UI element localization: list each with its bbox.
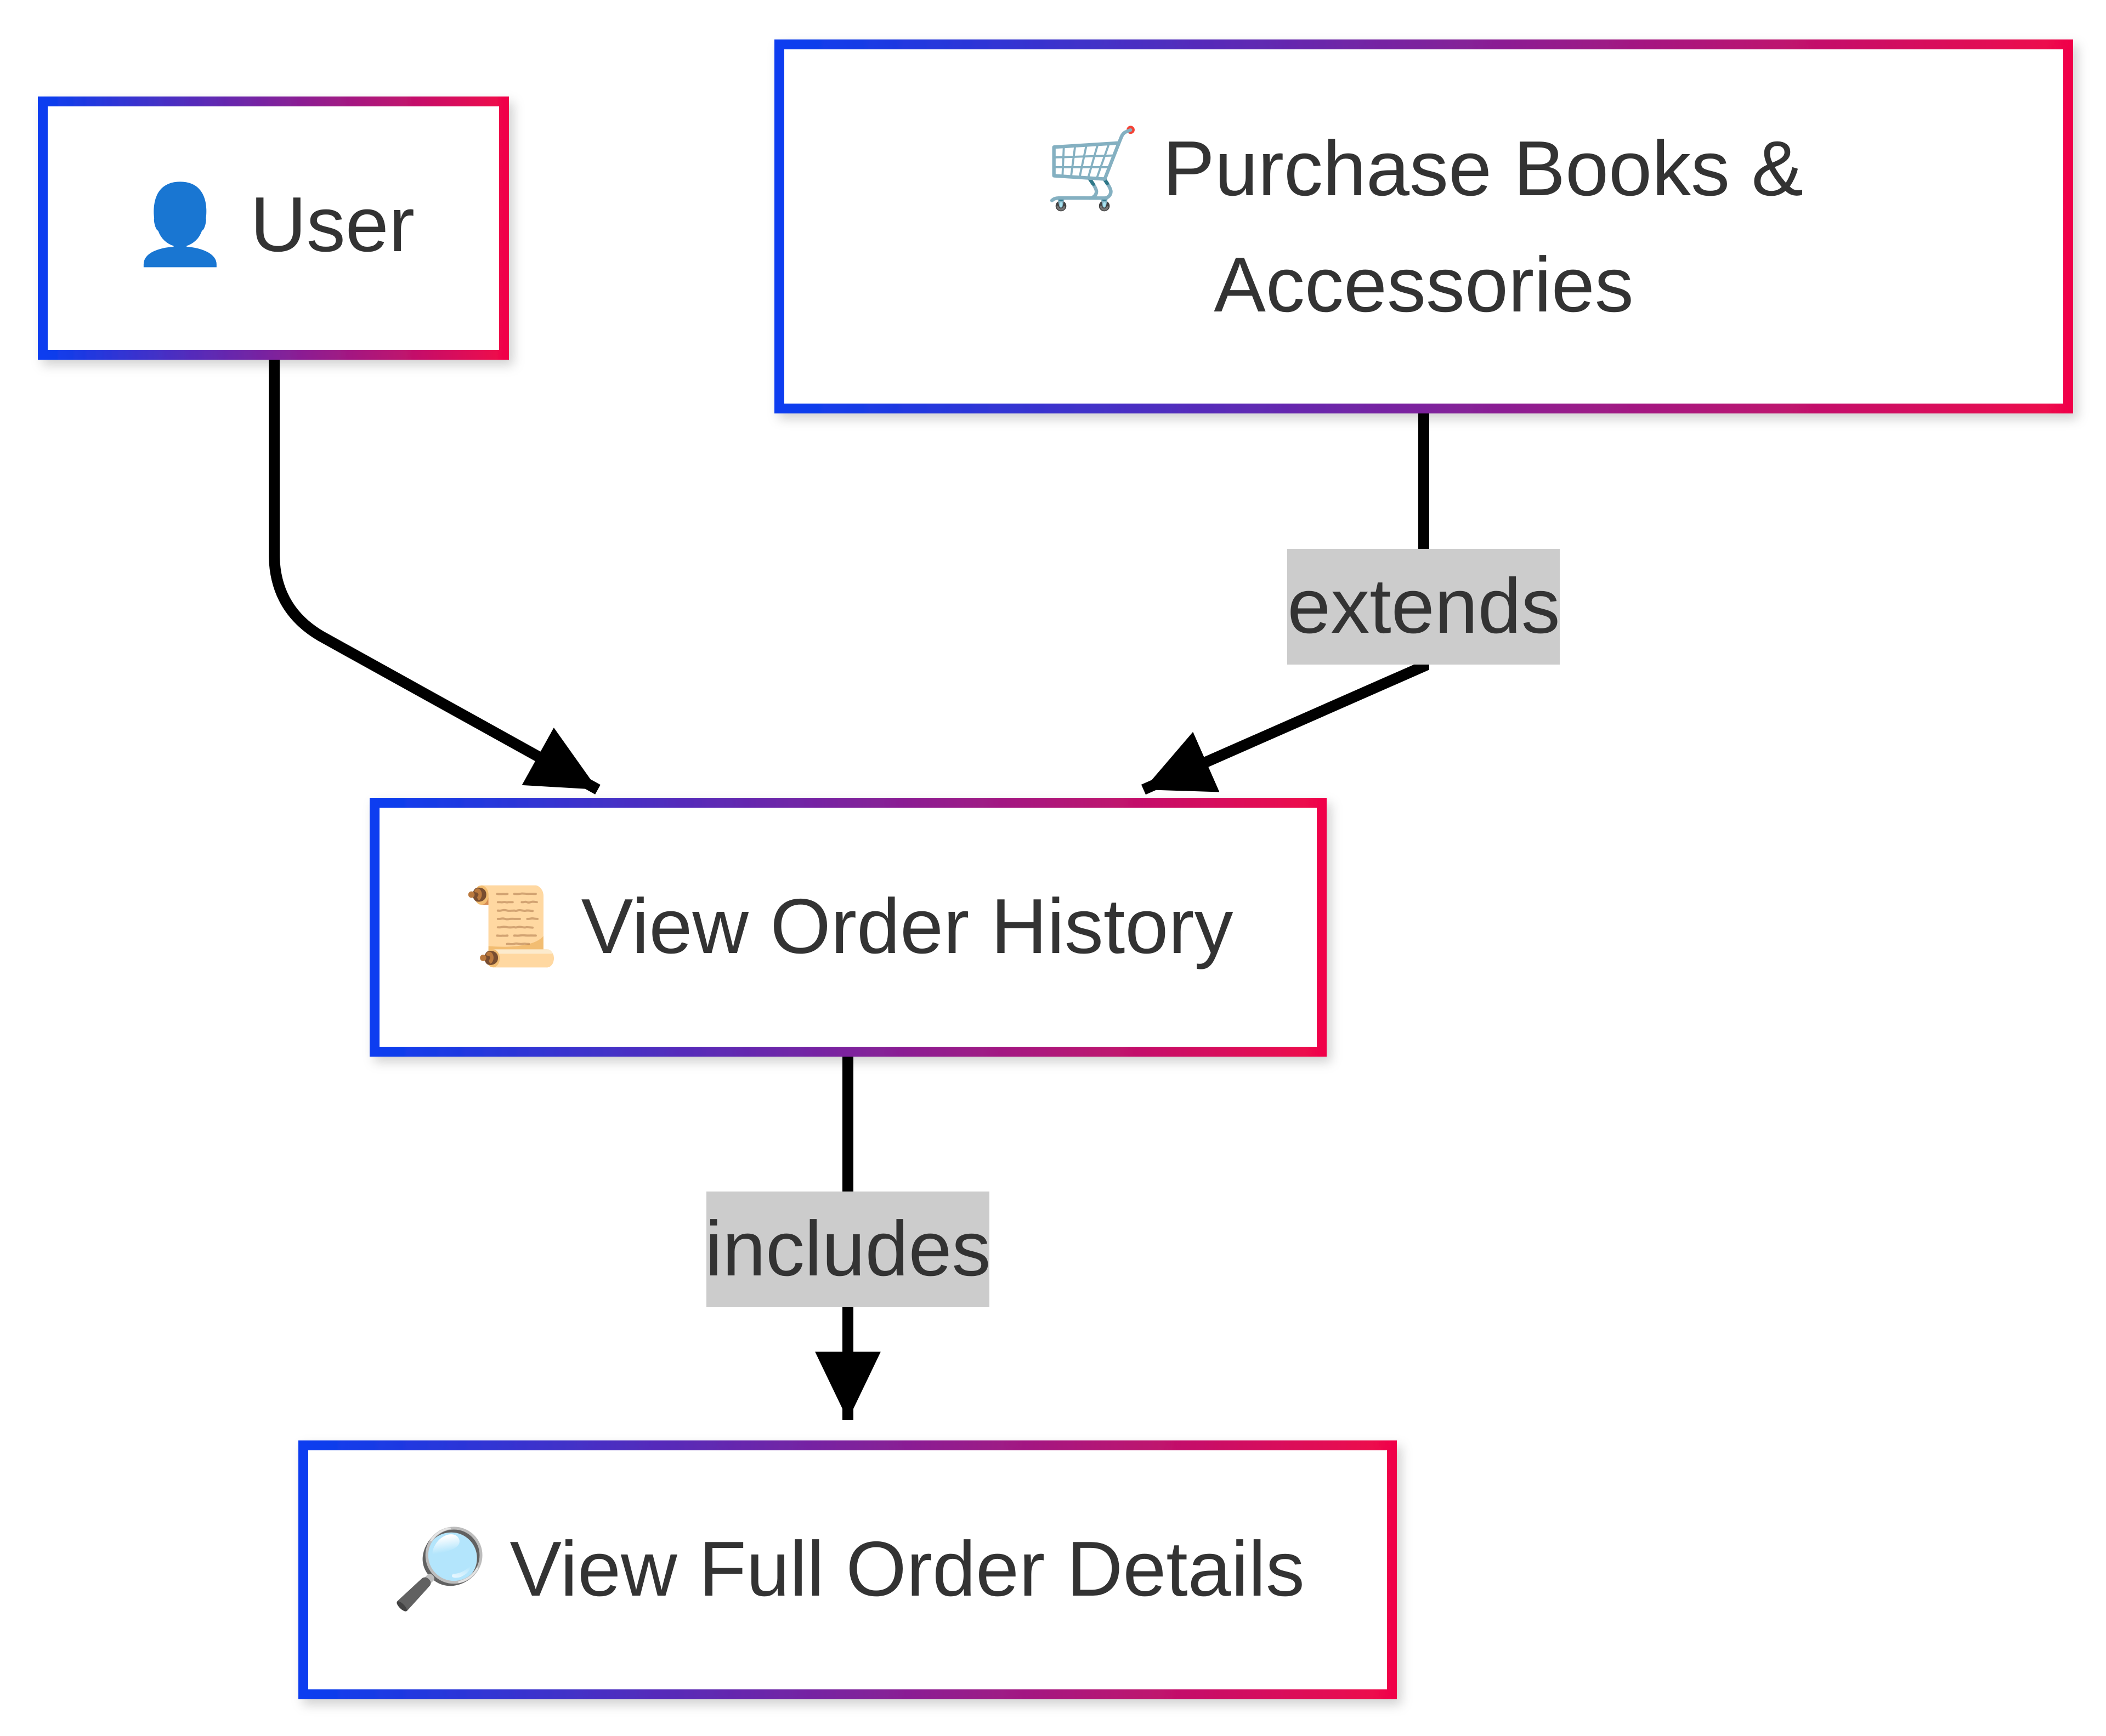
node-purchase-label-line1: 🛒 Purchase Books & [1044,123,1803,214]
edge-label-includes-text: includes [705,1205,991,1292]
node-user-label-line: 👤 User [132,179,415,270]
node-history-label: View Order History [581,883,1233,970]
node-view-order-history[interactable]: 📜 View Order History [370,798,1327,1057]
node-view-full-order-details[interactable]: 🔎 View Full Order Details [298,1440,1397,1699]
node-user[interactable]: 👤 User [38,97,509,360]
node-purchase-box [774,39,2073,413]
scroll-icon: 📜 [462,881,559,972]
person-icon: 👤 [132,179,229,270]
node-purchase[interactable]: 🛒 Purchase Books & Accessories [774,39,2073,413]
magnifying-glass-icon: 🔎 [391,1520,489,1614]
edge-label-includes: includes [705,1192,991,1307]
node-details-label-line: 🔎 View Full Order Details [391,1520,1305,1614]
edge-user-to-history [269,358,601,795]
node-purchase-label-1: Purchase Books & [1163,125,1803,212]
node-purchase-label-line2: Accessories [1214,241,1633,328]
node-user-box [38,97,509,360]
node-details-box [298,1440,1397,1699]
edge-label-extends: extends [1287,549,1560,665]
shopping-cart-icon: 🛒 [1044,123,1141,214]
edge-label-includes-bg [706,1192,989,1307]
node-details-label: View Full Order Details [509,1525,1304,1613]
edge-label-extends-text: extends [1287,563,1560,650]
node-history-box [370,798,1327,1057]
edge-label-extends-bg [1287,549,1560,665]
node-user-label: User [250,181,415,268]
node-history-label-line: 📜 View Order History [462,881,1233,972]
